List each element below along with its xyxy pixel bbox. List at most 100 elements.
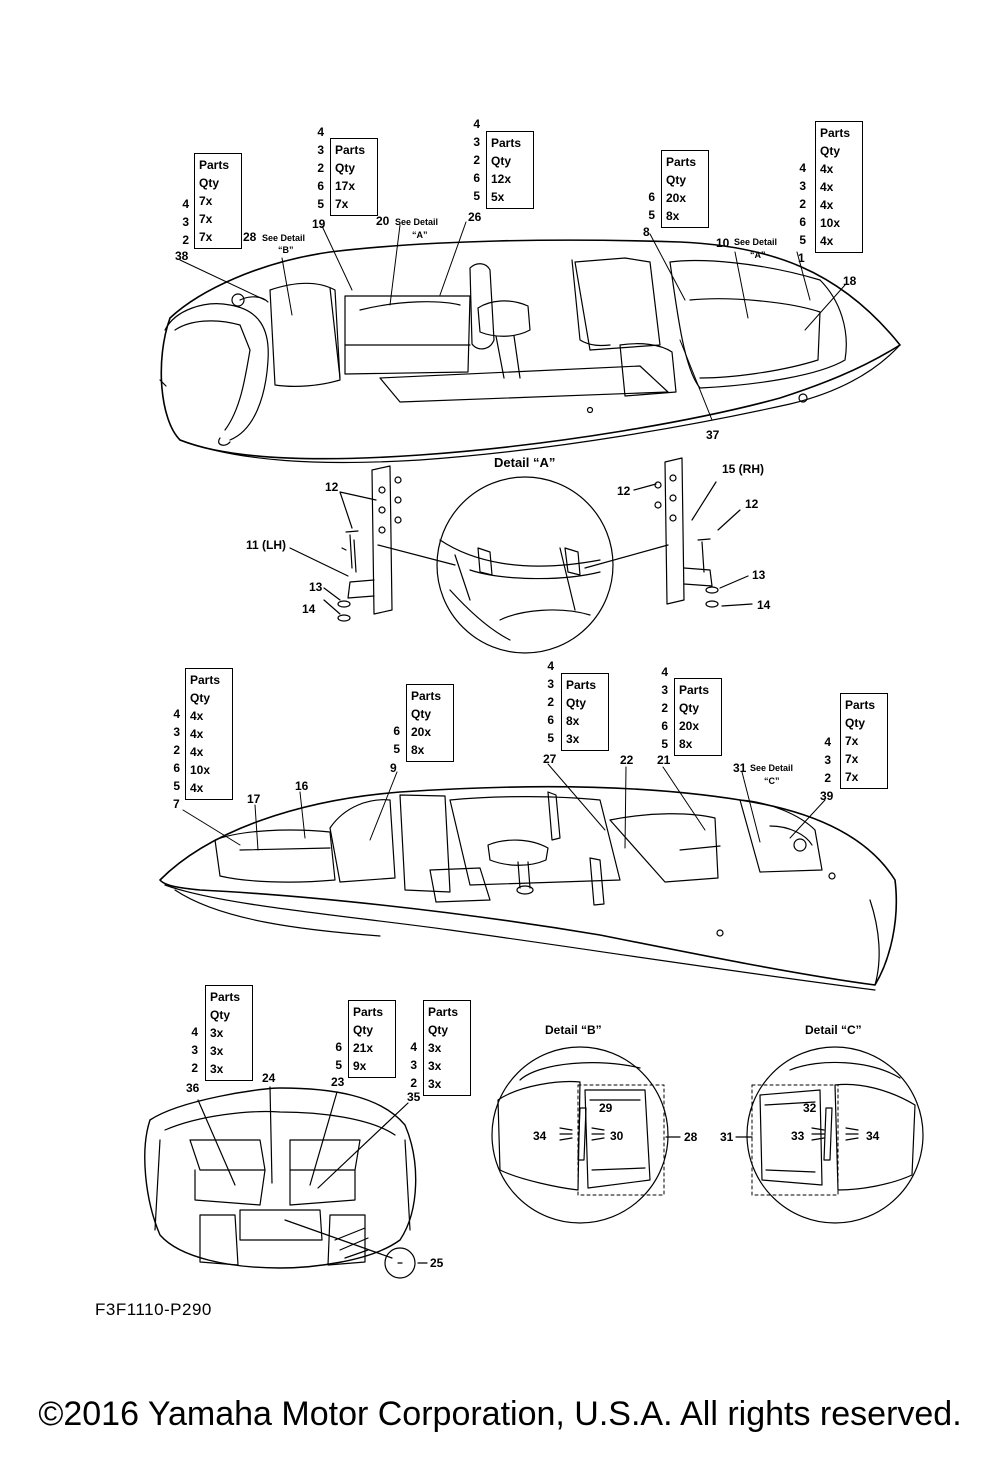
detail-a-title: Detail “A”: [494, 455, 555, 470]
callout-28-b: 28: [684, 1130, 698, 1144]
ref-number: 3: [191, 1043, 198, 1057]
qty-value: 17x: [335, 179, 356, 193]
callout-16: 16: [295, 779, 309, 793]
callout-25: 25: [430, 1256, 444, 1270]
ref-number: 5: [317, 197, 324, 211]
callout-35: 35: [407, 1090, 421, 1104]
qty-value: 20x: [679, 719, 700, 733]
ref-list-t13: 4 3 2: [403, 1038, 417, 1092]
ref-number: 4: [317, 125, 324, 139]
detail-b-group: [491, 1046, 681, 1224]
parts-qty-box-t13: Parts Qty 3x 3x 3x: [423, 1000, 471, 1096]
ref-list-t8: 4 3 2 6 5: [540, 657, 554, 747]
callout-8: 8: [643, 225, 650, 239]
qty-value: 5x: [491, 190, 505, 204]
qty-value: 8x: [679, 737, 693, 751]
ref-number: 2: [173, 743, 180, 757]
parts-header: Parts: [335, 143, 366, 157]
ref-number: 2: [473, 153, 480, 167]
qty-header: Qty: [335, 161, 356, 175]
qty-value: 10x: [820, 216, 841, 230]
parts-header: Parts: [411, 689, 442, 703]
qty-value: 7x: [199, 230, 213, 244]
callout-33: 33: [791, 1129, 805, 1143]
callout-21: 21: [657, 753, 671, 767]
qty-value: 8x: [566, 714, 580, 728]
qty-header: Qty: [190, 691, 211, 705]
qty-value: 7x: [199, 212, 213, 226]
qty-value: 4x: [190, 727, 204, 741]
parts-qty-box-t11: Parts Qty 3x 3x 3x: [205, 985, 253, 1081]
detail-b-title: Detail “B”: [545, 1023, 602, 1037]
ref-number: 6: [335, 1040, 342, 1054]
detail-ref-b: “B”: [278, 245, 294, 255]
qty-value: 20x: [666, 191, 687, 205]
callout-26: 26: [468, 210, 482, 224]
ref-number: 2: [661, 701, 668, 715]
callout-19: 19: [312, 217, 326, 231]
parts-header: Parts: [679, 683, 710, 697]
ref-number: 5: [393, 742, 400, 756]
ref-number: 2: [547, 695, 554, 709]
ref-number: 3: [661, 683, 668, 697]
qty-header: Qty: [679, 701, 700, 715]
callout-14-rh: 14: [757, 598, 771, 612]
detail-a-group: [289, 457, 753, 654]
parts-qty-box-t12: Parts Qty 21x 9x: [348, 1000, 396, 1078]
qty-value: 7x: [845, 770, 859, 784]
qty-value: 20x: [411, 725, 432, 739]
parts-header: Parts: [199, 158, 230, 172]
qty-header: Qty: [666, 173, 687, 187]
qty-value: 3x: [428, 1059, 442, 1073]
callout-37: 37: [706, 428, 720, 442]
see-detail-28: See Detail: [262, 233, 305, 243]
qty-header: Qty: [820, 144, 841, 158]
callout-20: 20: [376, 214, 390, 228]
callout-labels: 38 28 See Detail “B” 19 20 See Detail “A…: [173, 210, 880, 1270]
see-detail-31: See Detail: [750, 763, 793, 773]
ref-list-t2: 4 3 2 6 5: [310, 123, 324, 213]
ref-number: 3: [410, 1058, 417, 1072]
qty-value: 10x: [190, 763, 211, 777]
ref-number: 6: [393, 724, 400, 738]
callout-14-lh: 14: [302, 602, 316, 616]
parts-header: Parts: [845, 698, 876, 712]
parts-header: Parts: [820, 126, 851, 140]
qty-value: 3x: [210, 1044, 224, 1058]
ref-number: 4: [191, 1025, 198, 1039]
parts-header: Parts: [428, 1005, 459, 1019]
ref-list-t5: 4 3 2 6 5: [792, 159, 806, 249]
leader-lines-bottom: [182, 763, 826, 851]
small-part-circle: [384, 1247, 416, 1279]
callout-32: 32: [803, 1101, 817, 1115]
callout-17: 17: [247, 792, 261, 806]
parts-qty-box-t8: Parts Qty 8x 3x: [561, 673, 609, 751]
ref-number: 2: [317, 161, 324, 175]
ref-number: 3: [173, 725, 180, 739]
see-detail-20: See Detail: [395, 217, 438, 227]
callout-36: 36: [186, 1081, 200, 1095]
ref-number: 6: [173, 761, 180, 775]
ref-number: 6: [317, 179, 324, 193]
ref-number: 5: [547, 731, 554, 745]
qty-value: 4x: [820, 234, 834, 248]
qty-value: 7x: [335, 197, 349, 211]
parts-header: Parts: [666, 155, 697, 169]
ref-number: 5: [335, 1058, 342, 1072]
ref-number: 5: [799, 233, 806, 247]
callout-12-lh: 12: [325, 480, 339, 494]
callout-38: 38: [175, 249, 189, 263]
callout-34-c: 34: [866, 1129, 880, 1143]
detail-ref-a-2: “A”: [750, 250, 766, 260]
qty-header: Qty: [491, 154, 512, 168]
qty-value: 4x: [820, 180, 834, 194]
qty-value: 9x: [353, 1059, 367, 1073]
qty-header: Qty: [353, 1023, 374, 1037]
ref-number: 6: [661, 719, 668, 733]
parts-qty-box-t10: Parts Qty 7x 7x 7x: [840, 693, 888, 789]
parts-qty-box-t7: Parts Qty 20x 8x: [406, 684, 454, 762]
parts-header: Parts: [353, 1005, 384, 1019]
parts-header: Parts: [210, 990, 241, 1004]
qty-value: 21x: [353, 1041, 374, 1055]
